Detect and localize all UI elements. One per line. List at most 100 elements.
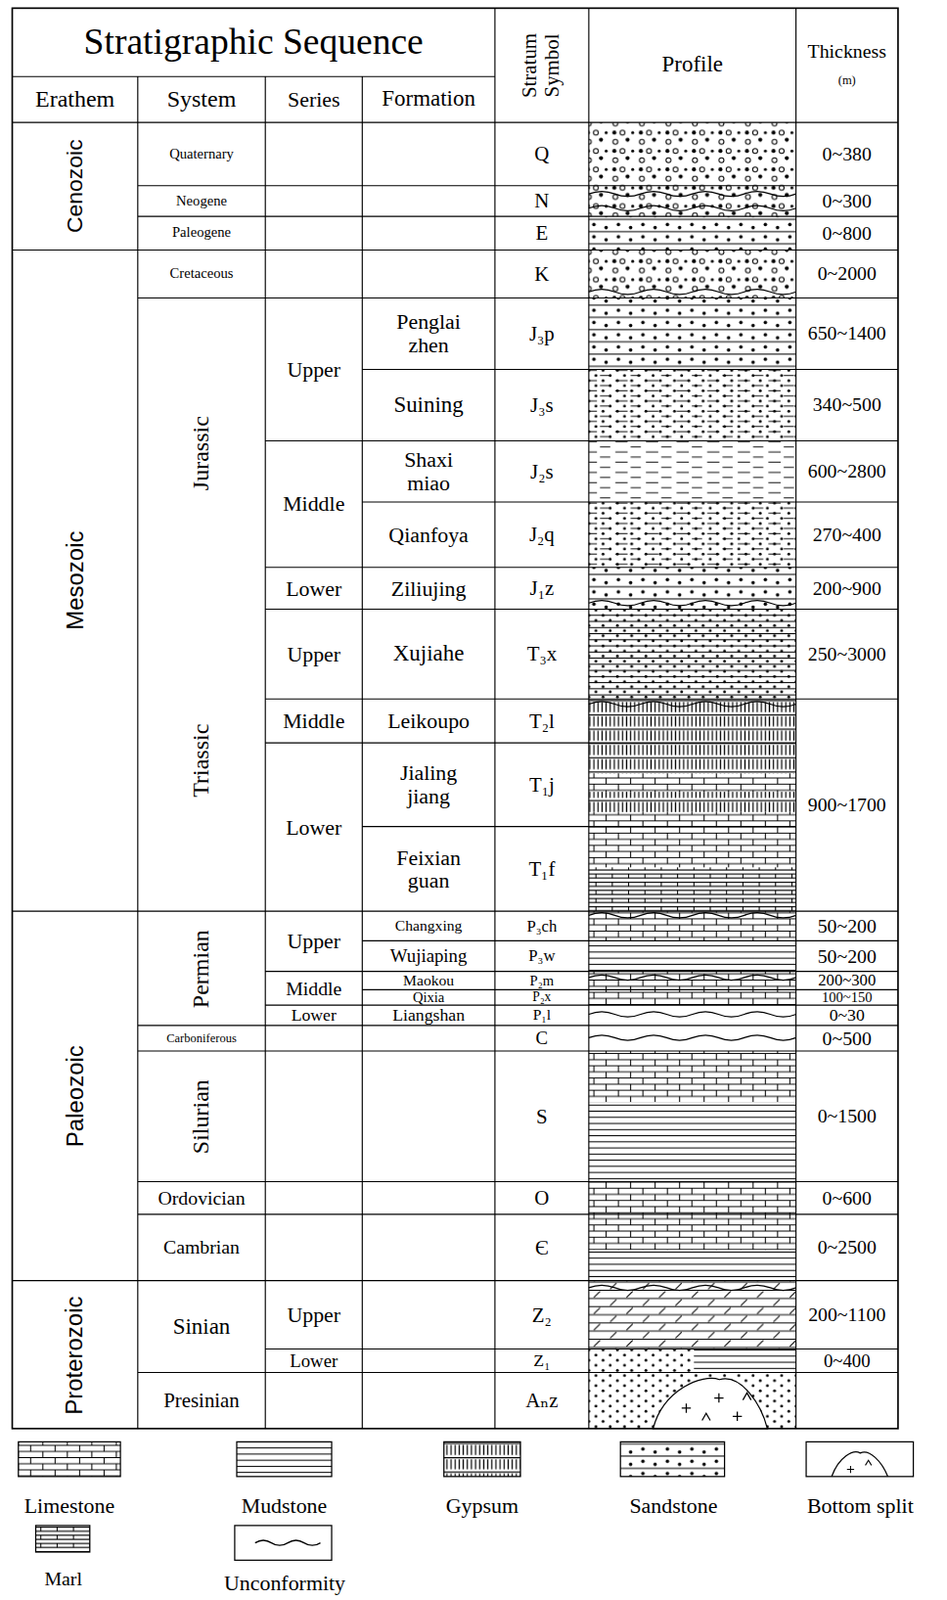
table-cell: J₁z <box>495 567 589 610</box>
profile-column-part <box>588 216 797 250</box>
column-header: Profile <box>662 52 723 78</box>
header-cell: Series <box>265 76 362 123</box>
cell-text: 340~500 <box>812 394 882 415</box>
cell-text: Paleozoic <box>62 1044 89 1147</box>
profile-column-part <box>588 1101 797 1181</box>
table-cell: Silurian <box>137 1050 266 1182</box>
cell-text: Jurassic <box>188 416 215 492</box>
table-grid-part <box>12 7 899 1428</box>
cell-text: J₁z <box>530 577 555 600</box>
cell-text: 0~1500 <box>817 1105 877 1127</box>
cell-text: E <box>535 222 548 245</box>
table-cell: Liangshan <box>361 1004 496 1026</box>
header-cell: Profile <box>588 7 797 123</box>
table-cell: Paleogene <box>137 216 266 250</box>
profile-column-part <box>588 1050 797 1102</box>
column-header: Stratigraphic Sequence <box>84 22 424 63</box>
table-cell: 200~1100 <box>796 1280 899 1350</box>
table-cell: Jurassic <box>137 298 266 610</box>
profile-column-part <box>588 1371 797 1428</box>
cell-text: Shaxi miao <box>381 448 476 495</box>
header-cell: System <box>137 76 266 123</box>
table-cell: S <box>495 1050 589 1182</box>
cell-text: 0~500 <box>822 1028 872 1049</box>
table-cell: Triassic <box>137 609 266 912</box>
cell-text: 900~1700 <box>808 794 887 815</box>
table-cell: Upper <box>265 298 362 442</box>
legend-entry: Sandstone <box>608 1488 740 1523</box>
table-cell: Upper <box>265 1280 362 1350</box>
cell-text: T₃x <box>527 642 557 666</box>
table-cell: Lower <box>265 1349 362 1373</box>
table-cell: Changxing <box>361 910 496 941</box>
cell-text: P₂x <box>532 990 551 1005</box>
table-cell: Ordovician <box>137 1181 266 1215</box>
legend-entry: Bottom split <box>781 1488 940 1523</box>
header-cell: Erathem <box>12 76 138 123</box>
table-cell: T₃x <box>495 609 589 700</box>
table-cell: Mesozoic <box>12 250 138 912</box>
profile-column-part <box>588 811 797 827</box>
table-cell: 0~400 <box>796 1349 899 1373</box>
cell-text: 50~200 <box>817 946 877 967</box>
table-cell: Xujiahe <box>361 609 496 700</box>
profile-column-part <box>588 1249 797 1280</box>
cell-text: C <box>536 1028 549 1048</box>
table-cell: Suining <box>361 369 496 442</box>
legend-label: Unconformity <box>224 1571 346 1595</box>
table-cell: Middle <box>265 699 362 744</box>
table-cell: 0~380 <box>796 122 899 186</box>
cell-text: 50~200 <box>817 915 877 937</box>
cell-text: Upper <box>286 642 341 667</box>
table-cell: K <box>495 250 589 299</box>
header-cell: Stratum Symbol <box>495 7 589 123</box>
table-cell: Cenozoic <box>12 122 138 250</box>
table-cell: 340~500 <box>796 369 899 442</box>
table-cell: Z₂ <box>495 1280 589 1350</box>
profile-column-part <box>588 974 797 980</box>
cell-text: P₂m <box>530 973 555 990</box>
table-cell: 0~30 <box>796 1004 899 1026</box>
cell-text: J₂q <box>529 523 555 546</box>
table-cell: 0~300 <box>796 185 899 217</box>
cell-text: Middle <box>285 978 342 999</box>
cell-text: Presinian <box>163 1389 240 1412</box>
profile-column-part <box>588 1035 797 1040</box>
cell-text: Upper <box>286 358 341 382</box>
table-cell: P₃ch <box>495 910 589 941</box>
table-cell: Neogene <box>137 185 266 217</box>
cell-text: Aₙz <box>525 1389 558 1412</box>
header-cell: (m) <box>796 67 899 94</box>
cell-text: 100~150 <box>821 990 873 1006</box>
legend-entry: Unconformity <box>191 1567 378 1598</box>
cell-text: 0~380 <box>822 143 872 165</box>
table-cell: Middle <box>265 971 362 1005</box>
cell-text: 0~800 <box>822 223 872 244</box>
table-cell: J₃p <box>495 298 589 370</box>
table-cell: Qianfoya <box>361 501 496 568</box>
cell-text: Upper <box>286 929 341 953</box>
profile-column-part <box>588 122 797 186</box>
unconformity-swatch <box>234 1525 332 1560</box>
legend-label: Sandstone <box>629 1493 718 1518</box>
profile-column-part <box>588 185 797 217</box>
legend-entry: Mudstone <box>219 1488 349 1523</box>
cell-text: Є <box>535 1236 549 1260</box>
table-cell: Є <box>495 1214 589 1281</box>
profile-column-part <box>588 940 797 971</box>
cell-text: Mesozoic <box>62 531 89 631</box>
profile-column-part <box>588 910 797 941</box>
table-cell: C <box>495 1025 589 1051</box>
cell-text: Lower <box>285 577 342 601</box>
cell-text: Lower <box>291 1005 337 1025</box>
profile-column-part <box>653 1377 768 1428</box>
cell-text: Qianfoya <box>388 523 468 547</box>
table-cell: Cretaceous <box>137 250 266 299</box>
cell-text: Z₂ <box>532 1304 552 1327</box>
profile-column-part <box>588 600 797 606</box>
profile-column-part <box>588 1280 797 1350</box>
table-cell: Lower <box>265 1004 362 1026</box>
legend-entry: Limestone <box>7 1488 131 1523</box>
table-grid-part <box>12 7 899 1428</box>
